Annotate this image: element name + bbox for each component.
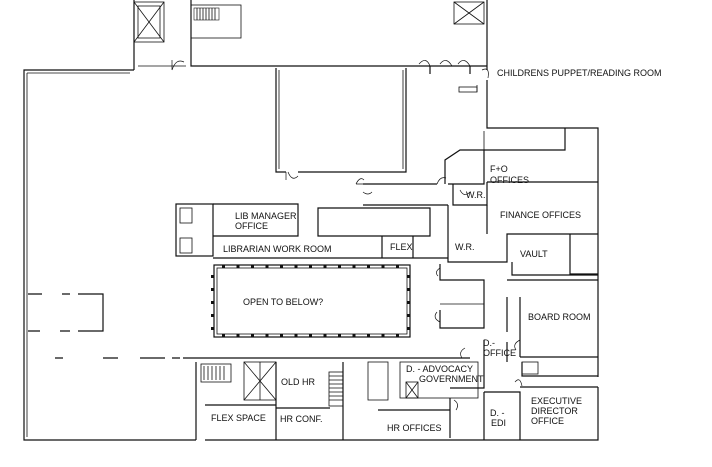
column-mark [265,334,269,337]
label-open-to-below: OPEN TO BELOW? [243,297,323,307]
column-mark [294,334,298,337]
label-d-edi-line2: EDI [491,418,506,428]
label-fo-offices-line1: F+O [490,164,508,174]
column-mark [396,334,399,337]
label-exec-director-line1: EXECUTIVE [531,396,582,406]
column-mark [381,334,385,337]
column-mark [396,265,399,268]
column-mark [211,327,214,330]
label-d-edi-line1: D. - [490,408,505,418]
column-mark [381,265,385,268]
label-board-room: BOARD ROOM [528,312,591,322]
column-mark [265,265,269,268]
label-advocacy-line2: GOVERNMENT [419,374,484,384]
column-mark [407,275,410,278]
column-mark [367,334,370,337]
column-mark [309,334,312,337]
label-lib-manager-line2: OFFICE [235,221,268,231]
column-mark [251,334,254,337]
label-hr-offices: HR OFFICES [387,423,442,433]
upper-room-walls [275,68,407,173]
lower-row-walls [195,361,479,440]
label-wr-lower: W.R. [455,242,475,252]
column-mark [323,265,327,268]
label-fo-offices-line2: OFFICES [490,175,529,185]
label-childrens-puppet-room: CHILDRENS PUPPET/READING ROOM [497,68,662,78]
column-mark [338,334,341,337]
column-mark [352,265,356,268]
label-exec-director-line3: OFFICE [531,416,564,426]
label-flex: FLEX [390,242,413,252]
column-mark [323,334,327,337]
column-mark [367,265,370,268]
column-mark [236,334,240,337]
column-mark [211,301,214,304]
label-finance-offices: FINANCE OFFICES [500,210,581,220]
label-flex-space: FLEX SPACE [211,413,266,423]
column-mark [309,265,312,268]
right-area-walls [378,264,598,440]
room-labels: CHILDRENS PUPPET/READING ROOM F+O OFFICE… [211,68,662,433]
label-advocacy-line1: D. - ADVOCACY [406,364,473,374]
column-mark [407,288,410,291]
top-elevator-right [453,1,485,25]
column-mark [407,314,410,317]
column-mark [251,265,254,268]
column-mark [352,334,356,337]
column-mark [236,265,240,268]
top-stair [190,4,242,39]
label-lib-manager-line1: LIB MANAGER [235,211,297,221]
column-mark [222,265,225,268]
column-mark [211,288,214,291]
column-mark [280,334,283,337]
label-d-office-line2: OFFICE [483,348,516,358]
puppet-room-walls [429,66,478,93]
label-old-hr: OLD HR [281,377,316,387]
top-elevator-left [133,1,165,43]
middle-partitions [363,128,598,276]
column-mark [338,265,341,268]
label-librarian-work-room: LIBRARIAN WORK ROOM [223,244,332,254]
label-exec-director-line2: DIRECTOR [531,406,578,416]
column-mark [407,301,410,304]
column-mark [407,327,410,330]
open-to-below-ticks [211,265,410,337]
column-mark [222,334,225,337]
column-mark [280,265,283,268]
outer-walls [23,0,599,441]
label-d-office-line1: D.- [483,338,495,348]
workroom-block [175,203,448,259]
column-mark [294,265,298,268]
label-wr-upper: W.R. [466,190,486,200]
left-corridor [28,293,470,359]
column-mark [211,275,214,278]
door-swings [171,60,523,411]
label-hr-conf: HR CONF. [280,414,323,424]
label-vault: VAULT [520,249,548,259]
column-mark [211,314,214,317]
